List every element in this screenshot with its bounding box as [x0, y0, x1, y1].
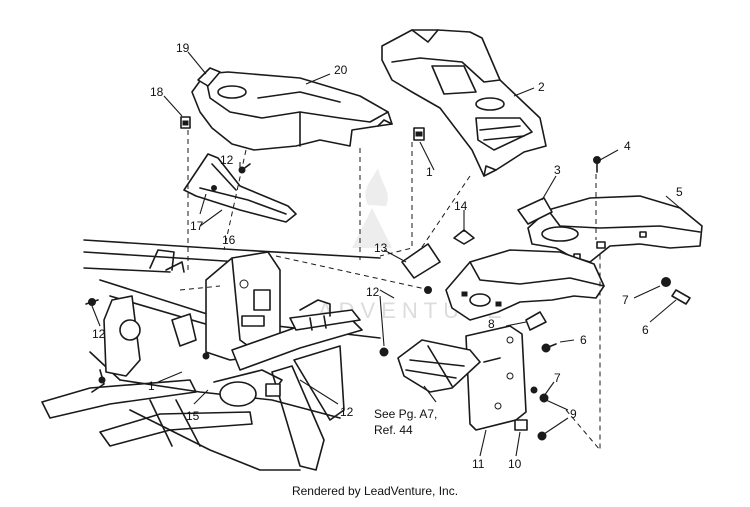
rear-console-part-2 — [381, 29, 547, 177]
bracket-part-8 — [525, 311, 547, 331]
trim-part-19 — [197, 67, 221, 87]
callout-20: 20 — [334, 63, 348, 77]
bracket-part-17 — [183, 153, 297, 223]
callout-16: 16 — [222, 233, 236, 247]
callout-6-right: 6 — [642, 323, 649, 337]
rear-fender-part-5 — [527, 195, 703, 263]
decal-part-14 — [453, 229, 475, 245]
decal-part-13 — [401, 243, 441, 279]
footer-credit: Rendered by LeadVenture, Inc. — [291, 484, 459, 498]
reference-note-line1: See Pg. A7, — [374, 407, 437, 421]
reference-note-line2: Ref. 44 — [374, 423, 413, 437]
front-fender — [445, 249, 605, 321]
mud-flap-part-11 — [465, 325, 527, 431]
callout-15: 15 — [186, 409, 200, 423]
callout-4: 4 — [624, 139, 631, 153]
callout-5: 5 — [676, 185, 683, 199]
decal-part-3 — [517, 197, 553, 225]
callout-11: 11 — [472, 457, 485, 471]
callout-1-lower: 1 — [148, 379, 155, 393]
callout-18: 18 — [150, 85, 164, 99]
callout-10: 10 — [508, 457, 522, 471]
clip-part-18 — [180, 116, 191, 129]
hardware-bolts — [85, 277, 691, 441]
clip-part-1-upper — [413, 127, 425, 141]
callout-14: 14 — [454, 199, 468, 213]
leader-lines — [91, 51, 681, 457]
vehicle-frame — [41, 239, 381, 471]
callout-2: 2 — [538, 80, 545, 94]
footboard — [397, 339, 481, 393]
callout-12-fender: 12 — [366, 285, 380, 299]
callout-3: 3 — [554, 163, 561, 177]
callout-9: 9 — [570, 407, 577, 421]
callout-8: 8 — [488, 317, 495, 331]
callout-12-lower: 12 — [340, 405, 354, 419]
screw-part-4 — [593, 156, 601, 173]
callout-7-mid: 7 — [554, 371, 561, 385]
callout-17: 17 — [190, 219, 204, 233]
hood-panel-part-20 — [191, 71, 393, 151]
callout-6-mid: 6 — [580, 333, 587, 347]
callout-19: 19 — [176, 41, 190, 55]
callout-7-right: 7 — [622, 293, 629, 307]
callout-13: 13 — [374, 241, 388, 255]
callout-12-left: 12 — [92, 327, 106, 341]
callout-1-upper: 1 — [426, 165, 433, 179]
callout-labels: 19 20 18 2 4 3 5 12 17 16 1 14 13 12 8 6… — [92, 41, 683, 471]
callout-12-hood: 12 — [220, 153, 234, 167]
